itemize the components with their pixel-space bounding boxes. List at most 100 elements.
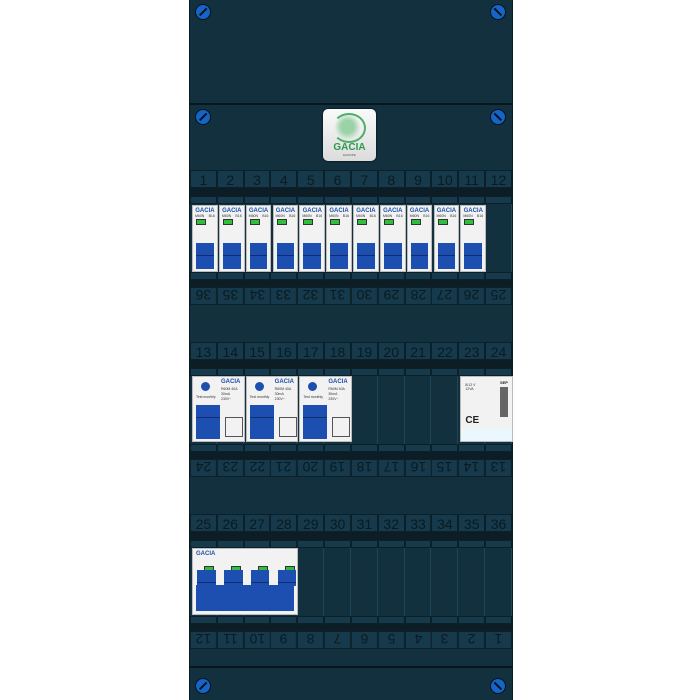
- ce-mark: CE: [465, 415, 480, 426]
- rcd-lever[interactable]: [303, 405, 328, 439]
- breaker-model: M60N: [463, 214, 473, 218]
- strip-cell: [270, 444, 298, 452]
- slot-number: 29: [297, 514, 325, 532]
- breaker-lever[interactable]: [437, 243, 456, 269]
- slot-number: 16: [404, 459, 432, 477]
- rail-strip: [190, 540, 512, 548]
- breaker-lever[interactable]: [196, 243, 214, 269]
- strip-cell: [190, 368, 217, 376]
- rail-strip: [190, 444, 512, 452]
- strip-cell: [458, 368, 486, 376]
- panel-divider: [190, 666, 512, 668]
- rcd-model: R60M 40A: [274, 387, 292, 391]
- status-indicator: [196, 219, 206, 225]
- slot-number: 30: [350, 287, 378, 305]
- rcd-test-label: Test monthly: [196, 395, 216, 399]
- slot-number: 12: [190, 631, 217, 649]
- slot-number: 14: [458, 459, 486, 477]
- strip-cell: [458, 196, 486, 204]
- strip-cell: [350, 368, 378, 376]
- rcd-sensitivity: 30mA: [274, 392, 284, 396]
- slot-number: 26: [458, 287, 486, 305]
- breaker-lever[interactable]: [357, 243, 375, 269]
- rcd-voltage: 230V~: [221, 397, 232, 401]
- test-button[interactable]: [308, 382, 318, 391]
- slot-number: 2: [458, 631, 486, 649]
- breaker-lever[interactable]: [383, 243, 402, 269]
- test-button[interactable]: [254, 382, 264, 391]
- rcd-lever[interactable]: [196, 405, 220, 439]
- strip-cell: [404, 540, 432, 548]
- strip-cell: [324, 540, 351, 548]
- screw-icon: [490, 4, 506, 20]
- strip-cell: [297, 368, 325, 376]
- breaker-lever[interactable]: [303, 243, 322, 269]
- breaker-brand: GACIA: [436, 208, 457, 214]
- slot-number: 28: [404, 287, 432, 305]
- rail-band: [190, 624, 512, 631]
- slot-number: 7: [324, 631, 351, 649]
- strip-cell: [243, 616, 271, 624]
- status-indicator: [303, 219, 314, 225]
- rcd-voltage: 230V~: [274, 397, 285, 401]
- blank-slot: [485, 204, 512, 272]
- test-button[interactable]: [201, 382, 210, 391]
- switch-handle-bridge[interactable]: [196, 585, 295, 611]
- wiring-diagram: [332, 417, 351, 437]
- breaker-lever[interactable]: [222, 243, 241, 269]
- slot-number: 9: [404, 170, 432, 188]
- rail-band: [190, 280, 512, 287]
- status-indicator: [410, 219, 421, 225]
- strip-cell: [190, 444, 217, 452]
- breaker-model: M60N: [356, 214, 366, 218]
- breaker-model: M60N: [221, 214, 232, 218]
- breaker-rating: B16: [315, 214, 323, 218]
- slot-number: 22: [431, 342, 459, 360]
- breaker-rating: B16: [423, 214, 430, 218]
- strip-cell: [216, 616, 244, 624]
- strip-cell: [431, 368, 459, 376]
- slot-number: 32: [297, 287, 325, 305]
- strip-cell: [324, 196, 351, 204]
- breaker-lever[interactable]: [249, 243, 268, 269]
- blank-slot: [378, 376, 405, 444]
- main-switch[interactable]: GACIA: [192, 548, 299, 615]
- strip-cell: [243, 368, 271, 376]
- strip-cell: [485, 368, 512, 376]
- breaker-lever[interactable]: [276, 243, 295, 269]
- strip-cell: [270, 272, 298, 280]
- slot-number: 13: [485, 459, 512, 477]
- rcd-lever[interactable]: [249, 405, 274, 439]
- breaker-lever[interactable]: [410, 243, 429, 269]
- strip-cell: [243, 196, 271, 204]
- strip-cell: [190, 616, 217, 624]
- slot-number: 19: [350, 342, 378, 360]
- strip-cell: [404, 196, 432, 204]
- slot-number: 3: [431, 631, 459, 649]
- breaker-brand: GACIA: [275, 208, 296, 214]
- breaker-lever[interactable]: [330, 243, 348, 269]
- breaker-lever[interactable]: [464, 243, 483, 269]
- breaker-brand: GACIA: [463, 208, 483, 214]
- bell-voltage: 8/12 V: [465, 383, 476, 387]
- screw-icon: [195, 4, 211, 20]
